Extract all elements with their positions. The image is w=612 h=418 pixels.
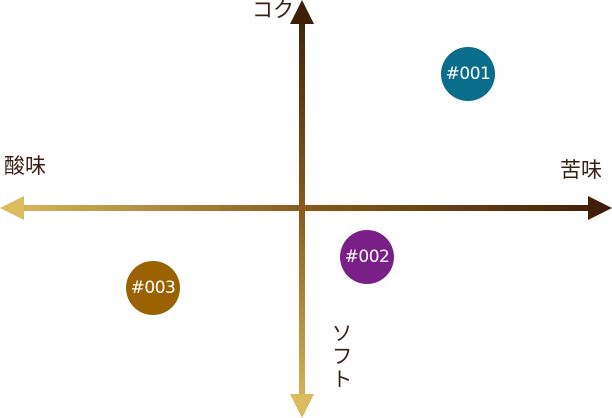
- product-badge-002: #002: [340, 230, 394, 284]
- axis-label-right: 苦味: [560, 158, 602, 182]
- left-arrow-head: [0, 196, 24, 220]
- product-badge-003: #003: [126, 261, 180, 315]
- down-arrow-head: [290, 394, 314, 418]
- axis-label-top: コク: [252, 0, 294, 22]
- right-arrow-head: [588, 196, 612, 220]
- vertical-axis: [299, 20, 305, 398]
- axis-label-bottom: ソフト: [329, 322, 353, 391]
- up-arrow-head: [290, 0, 314, 24]
- horizontal-axis: [20, 205, 592, 211]
- axis-label-left: 酸味: [4, 154, 46, 178]
- product-badge-001: #001: [441, 47, 495, 101]
